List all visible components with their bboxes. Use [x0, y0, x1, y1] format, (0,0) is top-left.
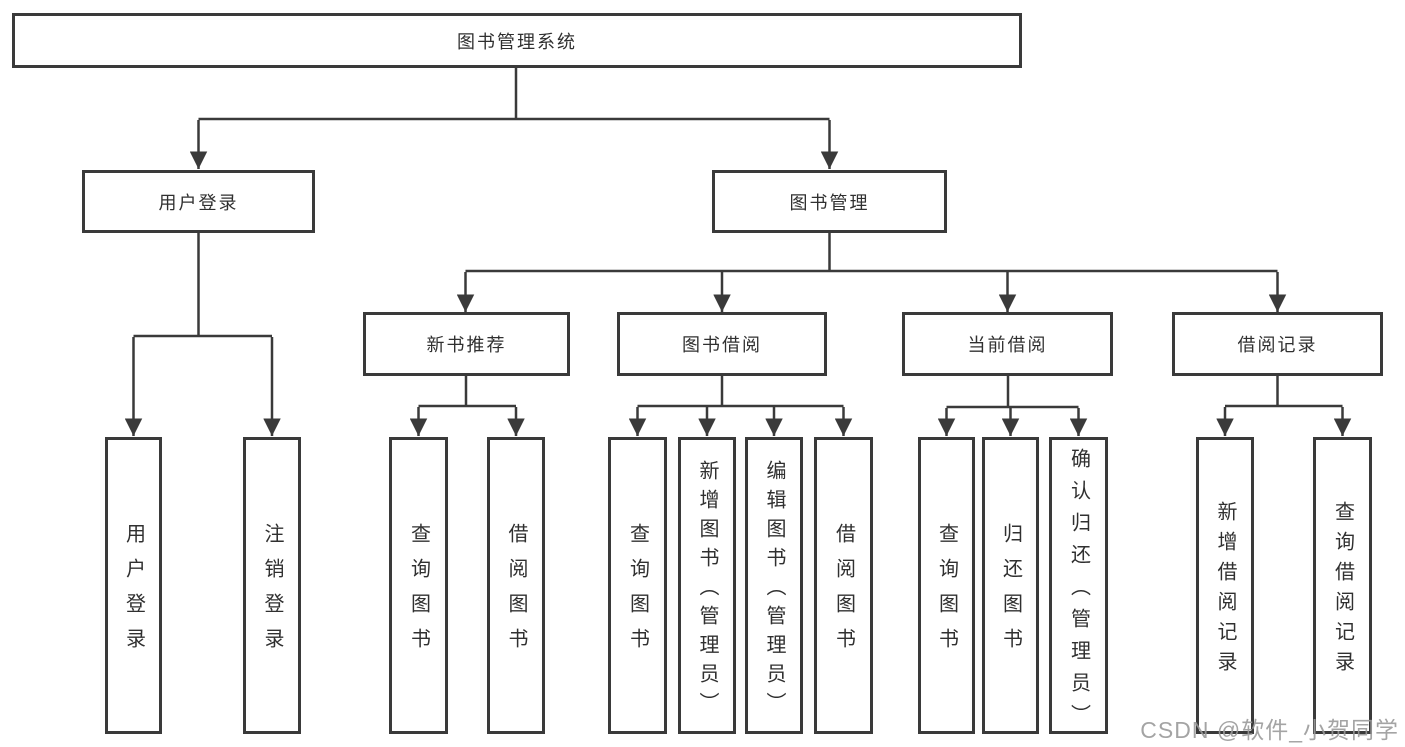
leaf-return-books: 归还图书	[982, 437, 1039, 734]
leaf-borrow-books-recommend-label: 借阅图书	[505, 523, 527, 663]
leaf-borrow-books-recommend: 借阅图书	[487, 437, 545, 734]
node-book-management: 图书管理	[712, 170, 947, 233]
leaf-query-books-recommend: 查询图书	[389, 437, 448, 734]
node-current-borrowing: 当前借阅	[902, 312, 1113, 376]
leaf-user-login: 用户登录	[105, 437, 162, 734]
leaf-add-borrow-record-label: 新增借阅记录	[1214, 500, 1236, 681]
leaf-borrow-books: 借阅图书	[814, 437, 873, 734]
leaf-confirm-return-admin-label: 确认归还（管理员）	[1067, 447, 1090, 736]
leaf-return-books-label: 归还图书	[999, 523, 1022, 663]
leaf-query-books-borrow: 查询图书	[608, 437, 667, 734]
watermark: CSDN @软件_小贺同学	[1140, 717, 1399, 743]
leaf-user-login-label: 用户登录	[122, 523, 145, 663]
leaf-query-borrow-record-label: 查询借阅记录	[1331, 500, 1354, 681]
leaf-add-books-admin: 新增图书（管理员）	[678, 437, 736, 734]
leaf-query-books-current: 查询图书	[918, 437, 975, 734]
leaf-query-books-recommend-label: 查询图书	[407, 523, 430, 663]
leaf-query-books-borrow-label: 查询图书	[626, 523, 649, 663]
leaf-add-books-admin-label: 新增图书（管理员）	[696, 459, 718, 721]
leaf-query-books-current-label: 查询图书	[935, 523, 958, 663]
leaf-query-borrow-record: 查询借阅记录	[1313, 437, 1372, 734]
leaf-edit-books-admin-label: 编辑图书（管理员）	[763, 459, 785, 721]
node-library-management-system: 图书管理系统	[12, 13, 1022, 68]
leaf-confirm-return-admin: 确认归还（管理员）	[1049, 437, 1108, 736]
leaf-add-borrow-record: 新增借阅记录	[1196, 437, 1254, 734]
node-book-borrowing: 图书借阅	[617, 312, 827, 376]
leaf-edit-books-admin: 编辑图书（管理员）	[745, 437, 803, 734]
node-new-book-recommendation: 新书推荐	[363, 312, 570, 376]
node-user-login: 用户登录	[82, 170, 315, 233]
leaf-borrow-books-label: 借阅图书	[832, 523, 855, 663]
node-borrowing-records: 借阅记录	[1172, 312, 1383, 376]
leaf-logout: 注销登录	[243, 437, 301, 734]
leaf-logout-label: 注销登录	[261, 523, 283, 663]
